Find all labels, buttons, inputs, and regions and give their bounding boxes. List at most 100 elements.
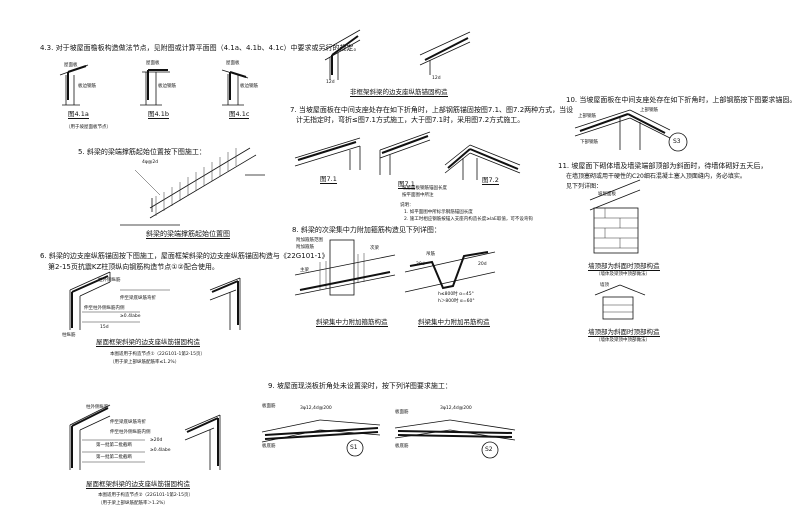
fig6a-note2: （用于梁上部纵筋配筋率≤1.2%）	[110, 360, 180, 365]
fig-4-1a-label: 屋面板	[64, 63, 78, 68]
fig7-side-label-2: 按平面图中所注	[402, 193, 434, 198]
fig8b-label-2: h≤800时 α=45°	[438, 292, 474, 297]
drawing-linework	[59, 29, 688, 470]
fig-4-1c	[221, 69, 249, 106]
note-7-line2: 计无指定时，弯折≤图7.1方式施工，大于图7.1时，采用图7.2方式施工。	[296, 116, 525, 124]
fig8a-label-1: 附加箍筋范围	[296, 238, 323, 243]
fig6a-label-4: ≥0.4labe	[120, 314, 141, 319]
fig6b-label-7: ≥0.4labe	[150, 448, 171, 453]
fig8b-label-5: 20d	[478, 262, 487, 267]
fig6a-label-1: 柱外侧纵筋	[98, 278, 121, 283]
fig11a-label: 坡屋面板	[598, 192, 616, 197]
fig-4-1a-title: 图4.1a	[68, 110, 89, 119]
fig10-s3-label: S3	[673, 138, 681, 145]
fig6b-note1: 本图适用于构造节点②（22G101-1第2-15页）	[98, 493, 194, 498]
note-6-line2: 第2-15页抗震KZ柱顶纵向钢筋构造节点①②配合使用。	[48, 263, 219, 271]
fig11a-caption: 墙顶部为斜面时顶部构造	[588, 262, 660, 271]
fig-4-1b	[140, 69, 170, 106]
fig-8b	[404, 251, 496, 293]
fig8a-label-4: 次梁	[370, 246, 379, 251]
fig-4-1c-label2: 板边钢筋	[240, 84, 258, 89]
fig-4-1c-title: 图4.1c	[229, 110, 250, 119]
fig-top-dim-1: 12d	[326, 80, 335, 85]
note-9: 9. 坡屋面现浇板折角处未设置梁时，按下列详图要求施工：	[268, 382, 452, 390]
fig9-label-1: 板面筋	[262, 404, 276, 409]
fig11b-label: 墙顶	[600, 283, 609, 288]
fig-top-dim-2: 12d	[432, 76, 441, 81]
fig-6b-frame	[69, 404, 145, 470]
fig6b-label-4: 第一批第二批截断	[96, 443, 132, 448]
fig-4-1-sub: （用于坡屋面板节点）	[66, 125, 111, 130]
fig6b-label-6: ≥20d	[150, 438, 163, 443]
fig11b-caption: 墙顶部为斜面时顶部构造	[588, 328, 660, 337]
fig9-s1-label: S1	[350, 444, 358, 451]
fig8a-label-2: 附加箍筋	[296, 245, 314, 250]
note-4-3: 4.3. 对于坡屋面檐板构造做法节点，见附图或计算平面图（4.1a、4.1b、4…	[40, 44, 361, 52]
fig-7-1a-title: 图7.1	[320, 175, 337, 184]
fig-11b	[594, 284, 646, 320]
fig11a-sub: （墙体及梁顶中顶部做法）	[596, 272, 650, 277]
fig-top-caption: 非框架斜梁的边支座纵筋锚固构造	[350, 88, 448, 97]
fig8b-label-1: 吊筋	[426, 252, 435, 257]
fig6a-label-3: 伸至柱外侧纵筋内侧	[84, 306, 125, 311]
note-11-line2: 在墙顶塞砌或用干硬性的C20细石混凝土塞入顶面缝内，务必填实。	[566, 173, 746, 180]
fig6a-label-6: 柱纵筋	[62, 333, 76, 338]
fig-9-s2	[394, 419, 516, 459]
fig7-note-2: 2. 施工时相应钢筋按锚入支座内构造长度≥laE取值，可不设弯钩	[404, 217, 533, 222]
fig-4-1a-label2: 板边钢筋	[78, 84, 96, 89]
fig10-label-1: 上部钢筋	[578, 114, 596, 119]
fig-4-1c-label: 屋面板	[226, 61, 240, 66]
fig9-label-5: 板底筋	[395, 444, 409, 449]
fig9-label-3: 3φ12,4d@200	[300, 406, 332, 411]
fig-4-1b-label: 屋面板	[146, 61, 160, 66]
fig6b-note2: （用于梁上部纵筋配筋率＞1.2%）	[98, 501, 168, 506]
fig-4-1b-label2: 板边钢筋	[158, 84, 176, 89]
note-11-line1: 11. 坡屋面下砌体墙及墙梁端部顶部为斜面时，待墙体砌好五天后，	[558, 162, 768, 170]
drawing-sheet: 4.3. 对于坡屋面檐板构造做法节点，见附图或计算平面图（4.1a、4.1b、4…	[40, 29, 796, 506]
fig-top-beam-right	[419, 31, 471, 75]
note-8: 8. 斜梁的次梁集中力附加箍筋构造见下列详图：	[292, 226, 441, 234]
fig-6b-frame-right	[184, 414, 221, 470]
fig-8a	[294, 239, 396, 296]
fig9-label-2: 板底筋	[262, 444, 276, 449]
fig-4-1b-title: 图4.1b	[148, 110, 169, 119]
fig-7-2-title: 图7.2	[482, 176, 499, 185]
fig6b-label-3: 伸至柱外侧纵筋内侧	[110, 430, 151, 435]
fig-4-1a	[59, 64, 89, 106]
fig-7-2	[444, 144, 521, 180]
fig-6a-frame	[69, 271, 170, 330]
fig9-label-4: 板面筋	[395, 410, 409, 415]
fig6a-note1: 本图适用于构造节点①（22G101-1第2-15页）	[110, 352, 206, 357]
fig6a-label-2: 伸至梁底纵筋弯折	[120, 296, 156, 301]
fig10-label-2: 上部钢筋	[640, 108, 658, 113]
fig11b-sub: （墙体及梁顶中顶部做法）	[596, 338, 650, 343]
fig7-side-label-1: 坡屋面板钢筋锚固长度	[402, 186, 447, 191]
fig-7-1b-title: 图7.1	[398, 180, 415, 189]
note-11-line3: 见下列详图：	[566, 183, 603, 190]
fig8a-label-3: 主梁	[300, 268, 309, 273]
fig8b-caption: 斜梁集中力附加吊筋构造	[418, 318, 490, 327]
note-7-line1: 7. 当坡屋面板在中间支座处存在如下折角时，上部钢筋锚固按图7.1、图7.2两种…	[290, 106, 574, 114]
fig-9-s1	[261, 419, 381, 457]
fig5-label: 4φ@2d	[142, 160, 159, 165]
fig-top-beam-left	[324, 29, 361, 80]
fig7-note-title: 说明：	[400, 203, 414, 208]
note-6-line1: 6. 斜梁的边支座纵筋锚固按下图施工，屋面框架斜梁的边支座纵筋锚固构造与《22G…	[40, 252, 329, 260]
fig6b-label-1: 柱外侧纵筋	[86, 405, 109, 410]
fig-10	[574, 109, 688, 152]
fig-7-1a	[294, 137, 361, 170]
note-10: 10. 当坡屋面板在中间支座处存在如下折角时，上部钢筋按下图要求锚固。	[566, 96, 796, 104]
fig9-label-6: 3φ12,4d@200	[440, 406, 472, 411]
fig7-note-1: 1. 如平面图中所标示钢筋锚固长度	[404, 210, 473, 215]
fig6a-label-5: 15d	[100, 325, 109, 330]
fig6b-label-5: 第一批第二批截断	[96, 455, 132, 460]
fig8b-label-3: h＞800时 α=60°	[438, 299, 475, 304]
fig5-caption: 斜梁的梁端撑筋起始位置图	[146, 230, 230, 239]
fig8b-label-4: 20d	[416, 262, 425, 267]
fig-6a-frame-right	[209, 277, 241, 330]
fig6b-label-2: 伸至梁底纵筋弯折	[110, 420, 146, 425]
fig9-s2-label: S2	[485, 446, 493, 453]
fig8a-caption: 斜梁集中力附加箍筋构造	[316, 318, 388, 327]
fig10-label-3: 下部钢筋	[580, 140, 598, 145]
note-5: 5. 斜梁的梁端撑筋起始位置按下图施工：	[78, 148, 206, 156]
